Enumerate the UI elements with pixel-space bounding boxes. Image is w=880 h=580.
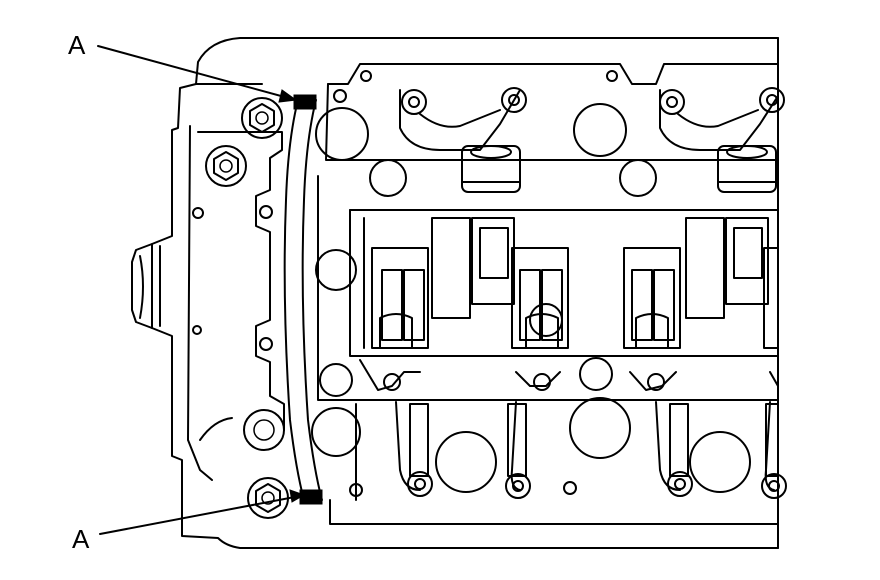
leader-lines bbox=[97, 45, 306, 535]
lifter-group-4 bbox=[763, 247, 779, 349]
lower-ports bbox=[311, 397, 751, 497]
bolt-upper-2 bbox=[205, 145, 247, 187]
gasket-end-bottom-mark bbox=[299, 489, 323, 505]
head-outline bbox=[151, 37, 779, 549]
plug-tube-2 bbox=[717, 145, 777, 193]
plug-tube-1 bbox=[461, 145, 521, 193]
bolt-lower-2 bbox=[247, 477, 289, 519]
lifter-group-2 bbox=[511, 247, 569, 349]
upper-flange bbox=[315, 63, 779, 197]
gasket-strip bbox=[283, 94, 323, 505]
bolt-upper-1 bbox=[241, 97, 283, 139]
callout-label-a-bottom: A bbox=[72, 524, 90, 554]
lower-valve-ends bbox=[407, 471, 787, 499]
lower-rocker-assembly bbox=[359, 359, 779, 491]
callout-label-a-top: A bbox=[68, 30, 86, 60]
upper-rocker-assembly bbox=[399, 87, 785, 151]
bolt-lower-1 bbox=[243, 409, 285, 451]
gasket-end-top-mark bbox=[293, 94, 317, 110]
camshaft-end bbox=[131, 243, 161, 329]
end-plate bbox=[192, 131, 285, 441]
lifter-group-3 bbox=[623, 217, 769, 349]
center-cam-area bbox=[315, 159, 779, 401]
lower-flange bbox=[329, 403, 779, 525]
lifter-group-1 bbox=[371, 217, 515, 349]
